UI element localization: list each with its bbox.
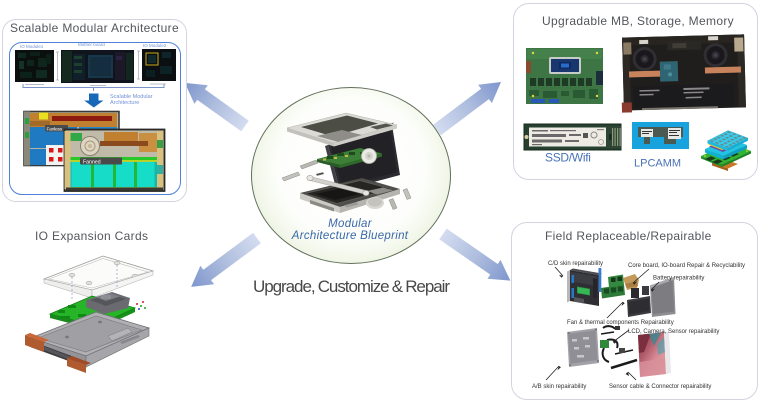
svg-text:Fan & thermal components Repa: Fan & thermal components Repairability xyxy=(567,320,674,326)
svg-text:IO Module2: IO Module2 xyxy=(143,43,167,48)
svg-text:Scalable Modular: Scalable Modular xyxy=(110,94,153,100)
svg-text:Core board, IO-board Repair &: Core board, IO-board Repair & Recyclabil… xyxy=(628,263,745,269)
svg-text:Battery repairability: Battery repairability xyxy=(653,276,704,282)
svg-text:SSD/Wifi: SSD/Wifi xyxy=(545,151,591,165)
svg-text:LPCAMM: LPCAMM xyxy=(634,158,681,170)
svg-text:Fanless: Fanless xyxy=(47,126,63,132)
svg-text:Sensor cable & Connector repai: Sensor cable & Connector repairability xyxy=(609,384,711,390)
svg-text:IO Module1: IO Module1 xyxy=(20,44,44,49)
svg-text:Mother board: Mother board xyxy=(78,42,105,47)
svg-text:LCD, Camera, Sensor repairabi: LCD, Camera, Sensor repairability xyxy=(628,329,719,335)
svg-text:Architecture: Architecture xyxy=(110,100,139,106)
svg-text:Fanned: Fanned xyxy=(83,159,101,165)
svg-text:A/B skin repairability: A/B skin repairability xyxy=(532,384,586,390)
svg-text:C/D skin repairability: C/D skin repairability xyxy=(548,261,603,267)
